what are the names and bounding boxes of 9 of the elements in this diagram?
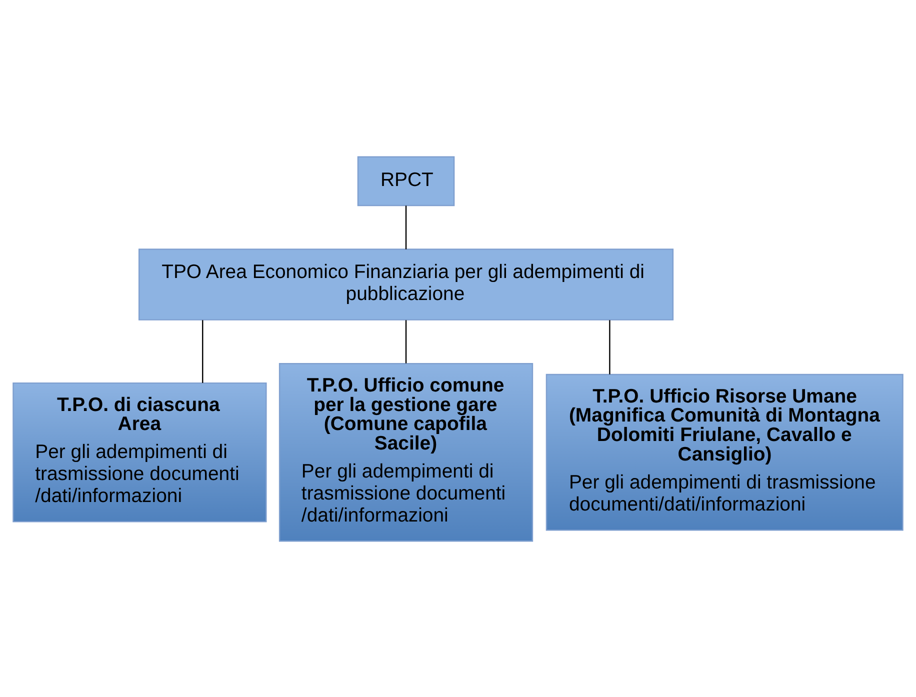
connector <box>609 320 610 374</box>
node-box: RPCT <box>357 156 455 206</box>
connector <box>202 320 204 382</box>
node-box: T.P.O. Ufficio Risorse Umane (Magnifica Comunità di Montagna Dolomiti Friulane, Cavallo e Cansiglio) Per gli adempimenti di trasmissione documenti/dati/informazioni <box>546 373 904 530</box>
node-box: T.P.O. di ciascuna Area Per gli adempimenti di trasmissione documenti/dati/informazioni <box>12 382 267 522</box>
node-box: TPO Area Economico Finanziaria per gli adempimenti di pubblicazione <box>138 248 674 320</box>
connector <box>405 205 407 249</box>
connector <box>405 320 407 363</box>
node-box: T.P.O. Ufficio comune per la gestione gare (Comune capofila Sacile) Per gli adempimenti di trasmissione documenti/dati/informazioni <box>278 362 534 542</box>
